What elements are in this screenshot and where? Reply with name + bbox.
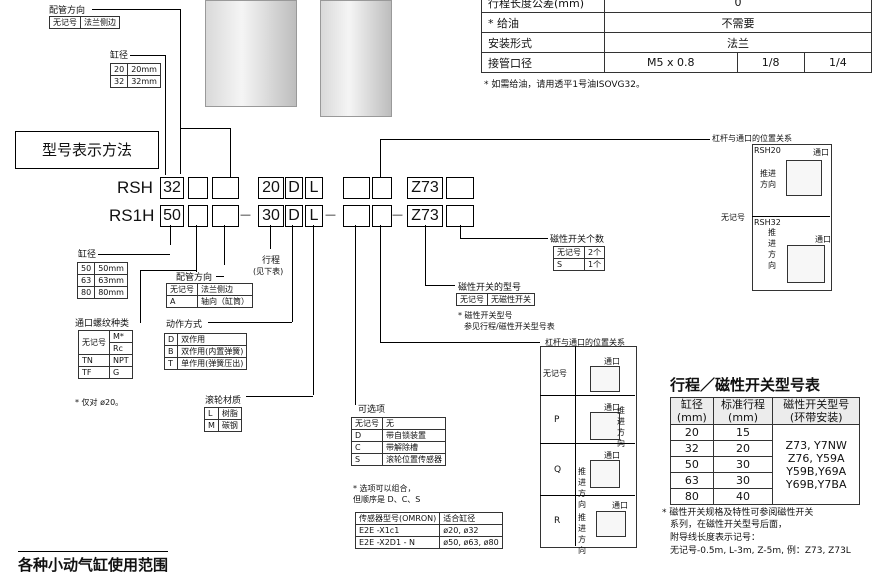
model2-z-box: Z73: [407, 205, 443, 227]
lever-mid-r: R: [554, 516, 561, 526]
lever-mid-p: P: [554, 415, 560, 425]
options-note2: 但顺序是 D、C、S: [353, 495, 421, 504]
bore-bottom-title: 缸径: [78, 250, 97, 260]
lever-top-dir-2: 推进方向: [768, 228, 776, 270]
model2-box-e: [446, 205, 474, 227]
stroke-note-1: * 磁性开关规格及特性可参阅磁性开关: [662, 508, 814, 518]
switch-type-note1: * 磁性开关型号: [458, 311, 513, 320]
bore-top-title: 缸径: [110, 51, 129, 61]
lever-mid-dir-3: 推进方向: [578, 513, 586, 555]
model1-bore-box: 32: [160, 177, 184, 199]
spec-note: * 如需给油，请用透平1号油ISOVG32。: [484, 80, 645, 90]
stroke-note-3: 附导线长度表示记号：: [670, 533, 761, 543]
model2-d-box: D: [285, 205, 303, 227]
lever-mid-dir-2: 推进方向: [578, 467, 586, 509]
lever-diagram-p: [590, 412, 620, 440]
lever-diagram-q: [590, 460, 620, 488]
model2-l-box: L: [305, 205, 323, 227]
model1-box-b: [212, 177, 239, 199]
model1-z-box: Z73: [407, 177, 443, 199]
model1-box-c: [343, 177, 370, 199]
cylinder-photo-right: [320, 0, 392, 117]
switch-model-2: Z76, Y59A: [787, 451, 845, 465]
lever-mid-port-1: 通口: [604, 357, 620, 366]
lever-mid-title: 杠杆与通口的位置关系: [545, 338, 625, 347]
lever-diagram-none: [590, 366, 620, 392]
lever-top-port-1: 通口: [813, 148, 829, 157]
lever-mid-port-3: 通口: [604, 451, 620, 460]
cylinder-photo-left: [205, 0, 297, 107]
stroke-note: (见下表): [253, 267, 284, 276]
model1-box-e: [446, 177, 474, 199]
switch-type-title: 磁性开关的型号: [458, 283, 522, 293]
switch-type-table: 无记号无磁性开关: [456, 293, 535, 306]
model1-d-box: D: [285, 177, 303, 199]
lever-diagram-r: [596, 511, 626, 537]
lever-top-dir-1: 推进方向: [760, 169, 776, 189]
model2-box-d: [372, 205, 392, 227]
lever-mid-q: Q: [554, 465, 562, 475]
model1-stroke-box: 20: [258, 177, 284, 199]
model2-dash1: —: [240, 208, 251, 221]
lever-top-title: 杠杆与通口的位置关系: [712, 134, 792, 143]
options-title: 可选项: [358, 405, 386, 415]
thread-title: 通口螺纹种类: [75, 319, 130, 329]
model2-box-b: [212, 205, 239, 227]
model1-box-d: [372, 177, 392, 199]
stroke-table-title: 行程／磁性开关型号表: [670, 376, 821, 394]
mount-title: 配管方向: [49, 6, 86, 16]
model1-l-box: L: [305, 177, 323, 199]
model2-stroke-box: 30: [258, 205, 284, 227]
model1-prefix: RSH: [117, 178, 153, 197]
stroke-note-4: 无记号-0.5m, L-3m, Z-5m, 例：Z73, Z73L: [670, 546, 851, 556]
switch-qty-title: 磁性开关个数: [550, 235, 605, 245]
lever-mid-dir-1: 推进方向: [617, 406, 625, 448]
lever-mid-port-2: 通口: [604, 403, 620, 412]
rsh32-diagram: [787, 245, 825, 283]
switch-model-1: Z73, Y7NW: [785, 438, 847, 452]
bottom-title: 各种小动气缸使用范围: [18, 551, 169, 575]
lever-top-rsh32: RSH32: [754, 218, 781, 227]
model2-prefix: RS1H: [109, 206, 155, 225]
lever-mid-nomark: 无记号: [543, 369, 567, 378]
lever-mid-port-4: 通口: [612, 501, 628, 510]
stroke-label: 行程: [262, 256, 281, 266]
rsh20-diagram: [786, 160, 822, 196]
options-note1: * 选项可以组合，: [353, 484, 416, 493]
model2-dash2: —: [325, 208, 336, 221]
model2-box-a: [188, 205, 208, 227]
switch-model-3: Y59B,Y69A: [786, 464, 847, 478]
mount-table: 无记号法兰侧边: [49, 16, 120, 29]
lever-top-rsh20: RSH20: [754, 146, 781, 155]
model2-box-c: [343, 205, 370, 227]
roller-title: 滚轮材质: [205, 396, 242, 406]
thread-note: * 仅对 ø20。: [75, 398, 124, 407]
switch-type-note2: 参见行程/磁性开关型号表: [464, 322, 555, 331]
model2-dash3: —: [392, 208, 403, 221]
switch-model-4: Y69B,Y7BA: [785, 477, 847, 491]
model2-bore-box: 50: [160, 205, 184, 227]
model1-box-a: [188, 177, 208, 199]
lever-top-port-2: 通口: [815, 235, 831, 244]
stroke-note-2: 系列，在磁性开关型号后面，: [670, 520, 788, 530]
action-title: 动作方式: [166, 320, 203, 330]
port-dir-title: 配管方向: [176, 273, 213, 283]
section-title: 型号表示方法: [15, 131, 159, 169]
lever-top-nomark: 无记号: [721, 213, 745, 222]
